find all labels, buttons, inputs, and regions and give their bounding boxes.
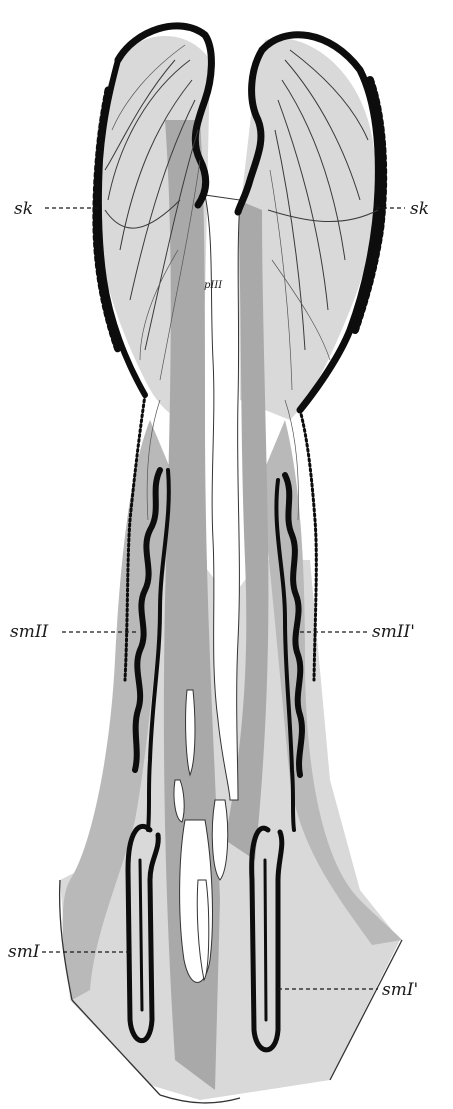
label-p3: pIII <box>204 280 223 291</box>
label-sm1-left: smI <box>8 942 40 962</box>
label-sm1-right: smI' <box>382 980 418 1000</box>
label-sk-left: sk <box>14 199 33 219</box>
label-sk-right: sk <box>410 199 429 219</box>
label-sm2-right: smII' <box>372 622 415 642</box>
label-sm2-left: smII <box>10 622 49 642</box>
